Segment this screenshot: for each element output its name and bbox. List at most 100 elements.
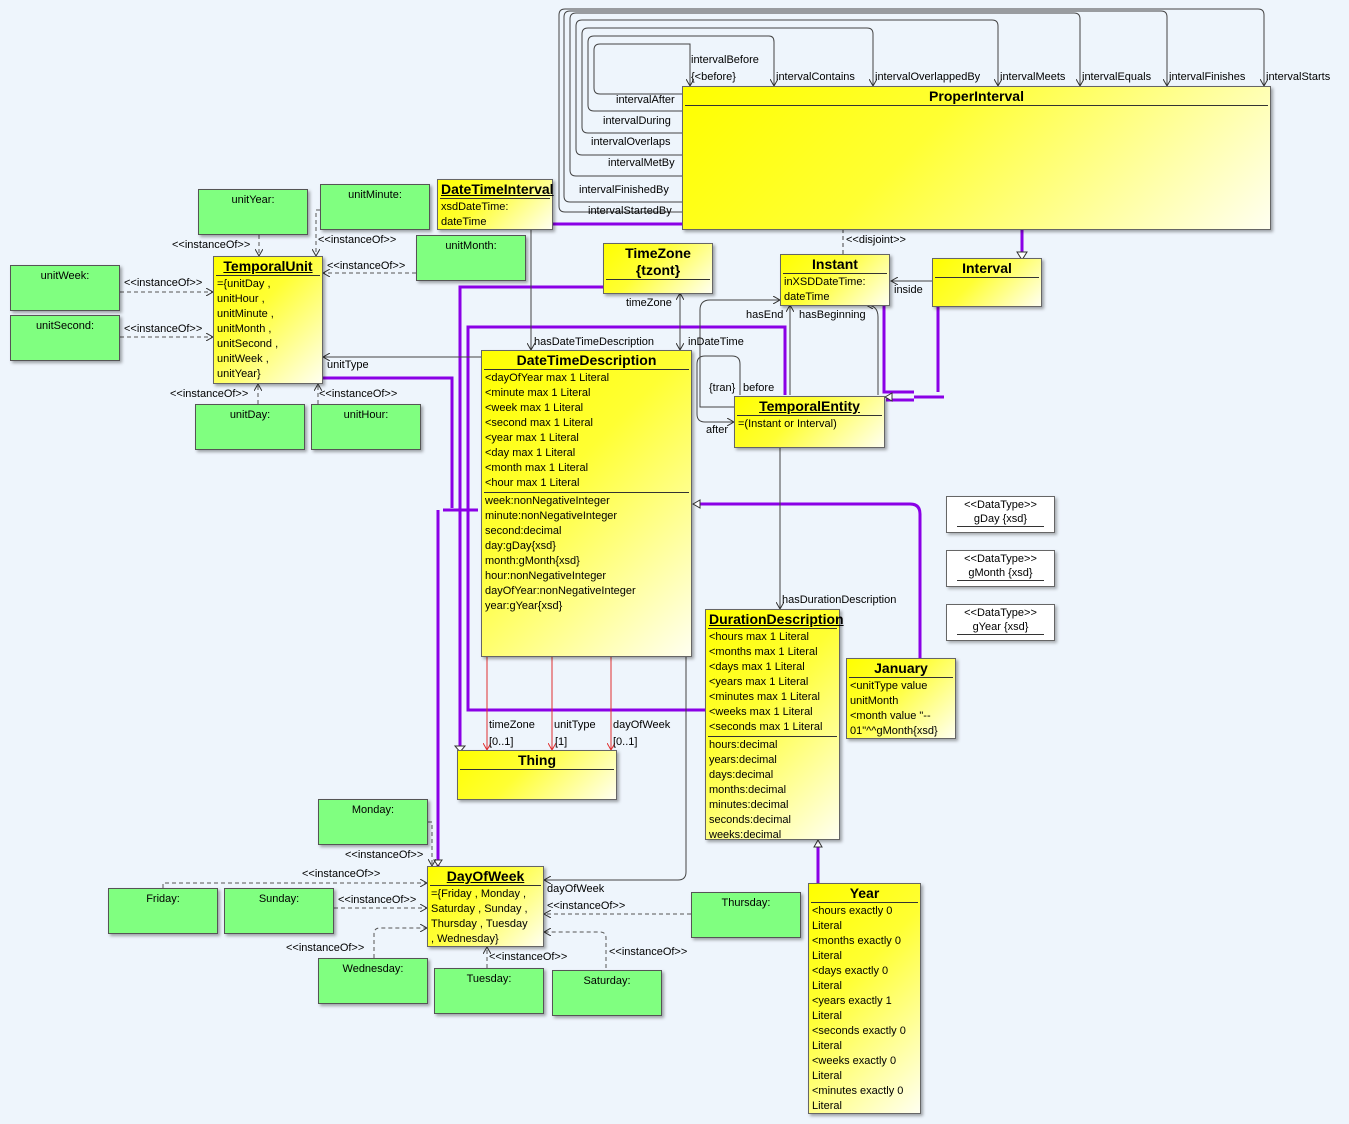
datatype-name: gMonth {xsd}: [968, 567, 1033, 579]
class-restriction: <year max 1 Literal: [485, 432, 579, 444]
class-attr: Literal: [812, 1040, 842, 1052]
class-attr: Saturday , Sunday ,: [431, 903, 528, 915]
class-attr: <years exactly 1: [812, 995, 892, 1007]
class-temporal-entity[interactable]: TemporalEntity =(Instant or Interval): [734, 396, 885, 448]
class-restriction: <days max 1 Literal: [709, 661, 805, 673]
instance-wednesday[interactable]: Wednesday:: [318, 958, 428, 1004]
datatype-name: gYear {xsd}: [972, 621, 1029, 633]
class-restriction: <weeks max 1 Literal: [709, 706, 813, 718]
class-attr: Literal: [812, 1070, 842, 1082]
class-instant[interactable]: Instant inXSDDateTime: dateTime: [780, 254, 890, 306]
label-instance-of-week: <<instanceOf>>: [124, 277, 203, 289]
instance-unit-minute[interactable]: unitMinute:: [320, 184, 430, 230]
class-title: Instant: [812, 256, 858, 272]
class-temporal-unit[interactable]: TemporalUnit ={unitDay , unitHour , unit…: [213, 256, 323, 384]
io-friday: [162, 883, 427, 888]
class-restriction: <week max 1 Literal: [485, 402, 584, 414]
label-has-dtd: hasDateTimeDescription: [534, 336, 655, 348]
instance-thursday[interactable]: Thursday:: [691, 892, 801, 938]
class-title: DurationDescription: [709, 611, 844, 627]
class-attr: <hours exactly 0: [812, 905, 893, 917]
instance-unit-second[interactable]: unitSecond:: [10, 315, 120, 361]
class-attr: dateTime: [441, 216, 487, 228]
class-attr: xsdDateTime:: [441, 201, 509, 213]
datatype-gday[interactable]: <<DataType>> gDay {xsd}: [946, 496, 1055, 533]
class-date-time-interval[interactable]: DateTimeInterval xsdDateTime: dateTime: [437, 179, 554, 230]
class-title: Thing: [517, 752, 557, 768]
class-attr: year:gYear{xsd}: [485, 600, 563, 612]
class-attr: week:nonNegativeInteger: [485, 495, 610, 507]
label-mult-1: [1]: [555, 736, 568, 748]
class-attr: unitWeek ,: [217, 353, 269, 365]
gen-thing-a: [458, 285, 604, 747]
instance-unit-year[interactable]: unitYear:: [198, 189, 308, 235]
class-attr: day:gDay{xsd}: [485, 540, 556, 552]
instance-unit-hour[interactable]: unitHour:: [311, 404, 421, 450]
label-has-beginning: hasBeginning: [799, 309, 866, 321]
rel-interval-before: [593, 43, 690, 95]
class-thing[interactable]: Thing: [457, 750, 617, 800]
gen-january: [700, 502, 922, 658]
class-attr: , Wednesday}: [431, 933, 499, 945]
label-dow-assoc: dayOfWeek: [547, 883, 605, 895]
instance-unit-week[interactable]: unitWeek:: [10, 265, 120, 311]
datatype-gyear[interactable]: <<DataType>> gYear {xsd}: [946, 604, 1055, 641]
class-time-zone[interactable]: TimeZone {tzont}: [603, 243, 713, 294]
label-after: after: [706, 424, 729, 436]
label-interval-equals: intervalEquals: [1082, 71, 1152, 83]
class-attr: ={unitDay ,: [217, 278, 271, 290]
class-title-sub: {tzont}: [635, 262, 681, 278]
datatype-name: gDay {xsd}: [973, 513, 1028, 525]
label-instance-of-year: <<instanceOf>>: [172, 239, 251, 251]
rel-interval-finishes: [563, 10, 1167, 203]
class-restrictions: <dayOfYear max 1 Literal<minute max 1 Li…: [482, 371, 691, 491]
class-title: ProperInterval: [929, 88, 1024, 104]
label-interval-after: intervalAfter: [616, 94, 675, 106]
class-attr: second:decimal: [485, 525, 562, 537]
label-day-of-week-assoc: dayOfWeek: [613, 719, 671, 731]
label-tz-assoc: timeZone: [489, 719, 535, 731]
label-has-duration-description: hasDurationDescription: [782, 594, 897, 606]
class-date-time-description[interactable]: DateTimeDescription <dayOfYear max 1 Lit…: [481, 350, 692, 657]
class-attr: Literal: [812, 1100, 842, 1112]
class-duration-description[interactable]: DurationDescription <hours max 1 Literal…: [705, 609, 844, 841]
class-title: Year: [849, 885, 880, 901]
class-attr: dateTime: [784, 291, 830, 303]
rel-interval-contains: [587, 35, 774, 112]
class-day-of-week[interactable]: DayOfWeek ={Friday , Monday ,Saturday , …: [427, 866, 544, 947]
instance-unit-month[interactable]: unitMonth:: [416, 235, 526, 281]
class-attr: <unitType value: [850, 680, 928, 692]
label-instance-of-sunday: <<instanceOf>>: [338, 894, 417, 906]
label-has-end: hasEnd: [746, 309, 784, 321]
class-attrs: week:nonNegativeInteger minute:nonNegativ…: [482, 494, 691, 614]
class-attr: minute:nonNegativeInteger: [485, 510, 618, 522]
label-interval-finished-by: intervalFinishedBy: [579, 184, 669, 196]
class-attr: unitMonth ,: [217, 323, 272, 335]
instance-monday[interactable]: Monday:: [318, 799, 428, 845]
label-instance-of-day: <<instanceOf>>: [170, 388, 249, 400]
datatype-gmonth[interactable]: <<DataType>> gMonth {xsd}: [946, 550, 1055, 587]
instance-friday[interactable]: Friday:: [108, 888, 218, 934]
class-proper-interval[interactable]: ProperInterval: [682, 86, 1271, 230]
class-attr: unitMonth: [850, 695, 899, 707]
label-interval-contains: intervalContains: [776, 71, 855, 83]
class-attr: <days exactly 0: [812, 965, 889, 977]
class-restriction: <hours max 1 Literal: [709, 631, 809, 643]
label-mult-01a: [0..1]: [489, 736, 514, 748]
label-instance-of-hour: <<instanceOf>>: [319, 388, 398, 400]
assoc-in-date-time: [699, 300, 780, 408]
class-interval[interactable]: Interval: [932, 258, 1042, 307]
rel-interval-meets: [575, 19, 998, 156]
class-attr: hour:nonNegativeInteger: [485, 570, 607, 582]
instance-saturday[interactable]: Saturday:: [552, 970, 662, 1016]
instance-unit-day[interactable]: unitDay:: [195, 404, 305, 450]
class-title: January: [874, 660, 928, 676]
class-attr: inXSDDateTime:: [784, 276, 866, 288]
instance-tuesday[interactable]: Tuesday:: [434, 968, 544, 1014]
label-instance-of-thursday: <<instanceOf>>: [547, 900, 626, 912]
instance-sunday[interactable]: Sunday:: [224, 888, 334, 934]
